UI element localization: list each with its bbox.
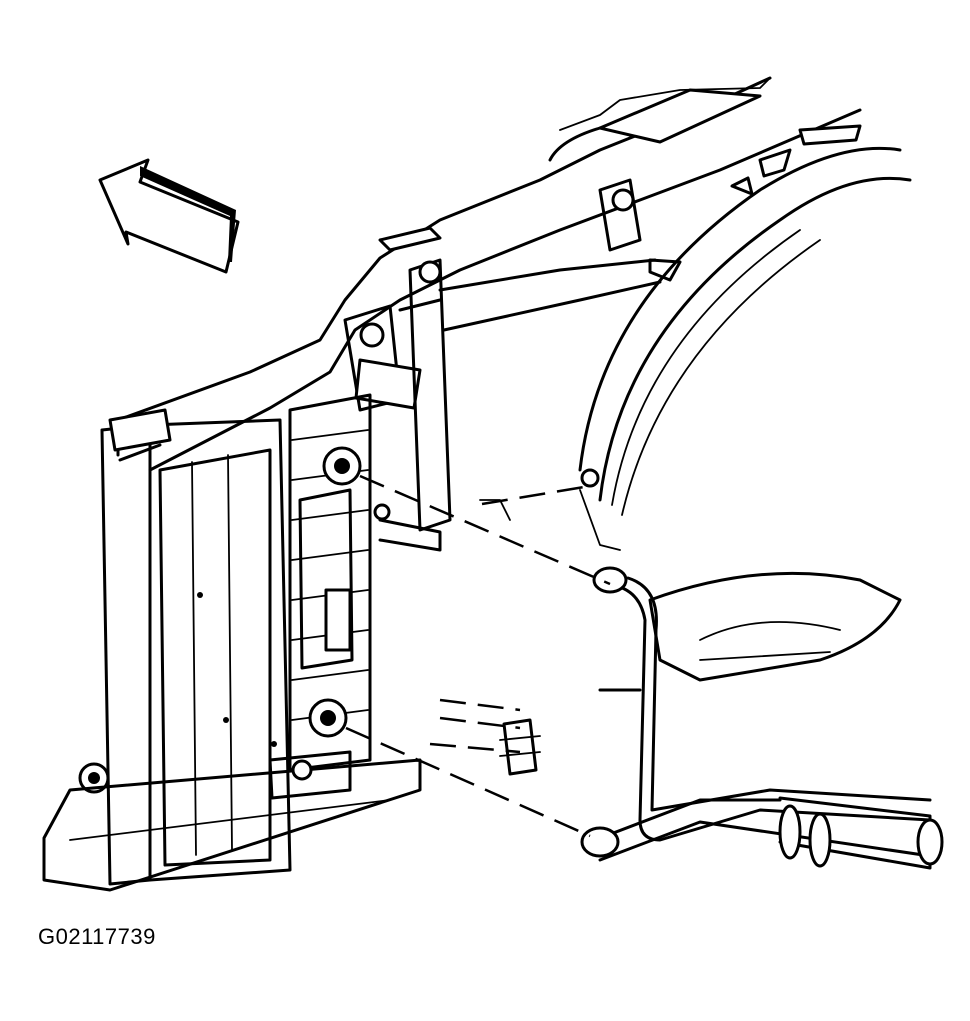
underbody — [479, 499, 902, 692]
hardware-bolts — [291, 468, 600, 781]
cooler-lines — [580, 566, 944, 870]
line-clip — [499, 718, 541, 776]
rail-brackets — [438, 178, 682, 332]
front-panel — [42, 408, 422, 892]
wheel-well-arch — [578, 124, 912, 551]
radiator-support-post — [343, 258, 452, 552]
frame-rail — [116, 76, 862, 472]
figure-id-label: G02117739 — [38, 924, 156, 949]
alignment-dashes — [345, 474, 611, 838]
arrow-front-icon — [98, 158, 240, 274]
transmission-cooler — [268, 393, 372, 800]
cooler-fittings — [308, 446, 362, 738]
